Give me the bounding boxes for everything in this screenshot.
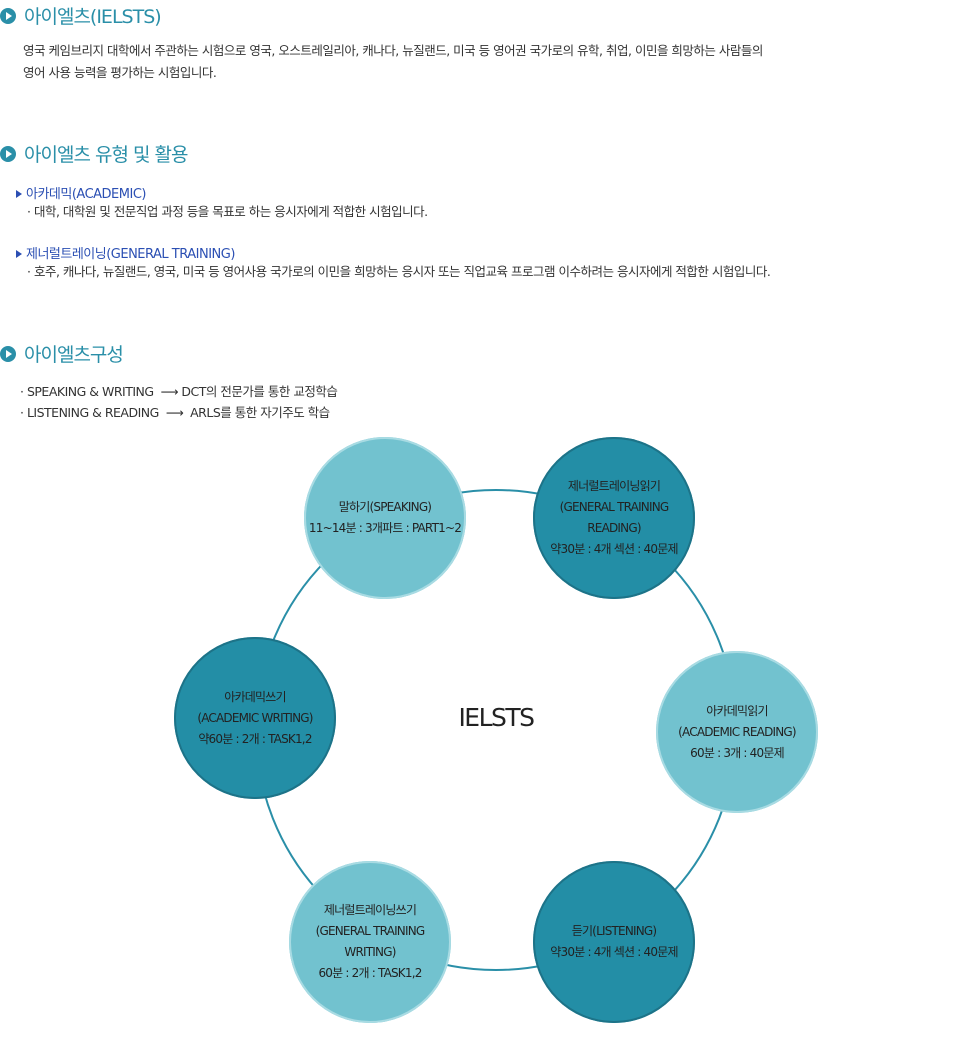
structure-bullets: · SPEAKING & WRITING ⟶ DCT의 전문가를 통한 교정학습… (20, 381, 338, 423)
circle-line: 60분 : 2개 : TASK1,2 (318, 966, 422, 980)
circle-line: (ACADEMIC READING) (678, 724, 796, 739)
play-bullet-icon (0, 145, 16, 162)
play-bullet-icon (0, 7, 16, 24)
circle-gt-writing: 제너럴트레이닝쓰기 (GENERAL TRAINING WRITING) 60분 :… (289, 861, 451, 1023)
circle-line: (GENERAL TRAINING READING) (559, 500, 670, 535)
heading: 아이엘츠구성 (24, 344, 124, 366)
circle-line: 11~14분 : 3개파트 : PART1~2 (308, 521, 462, 535)
circle-line: (ACADEMIC WRITING) (197, 710, 313, 725)
academic-desc: · 대학, 대학원 및 전문직업 과정 등을 목표로 하는 응시자에게 적합한 … (27, 204, 428, 219)
center-label: IELSTS (458, 703, 535, 732)
circle-line: (GENERAL TRAINING WRITING) (315, 924, 426, 959)
circle-line: 제너럴트레이닝읽기 (567, 479, 661, 493)
section-title-ielts: 아이엘츠(IELSTS) (0, 2, 162, 29)
circle-line: 아카데믹읽기 (706, 703, 768, 718)
circle-line: 제너럴트레이닝쓰기 (323, 903, 417, 917)
heading: 아이엘츠 유형 및 활용 (24, 144, 188, 166)
intro-line: 영어 사용 능력을 평가하는 시험입니다. (23, 65, 217, 80)
general-desc: · 호주, 캐나다, 뉴질랜드, 영국, 미국 등 영어사용 국가로의 이민을 … (27, 264, 771, 279)
heading: 아이엘츠(IELSTS) (24, 6, 162, 28)
intro-line: 영국 케임브리지 대학에서 주관하는 시험으로 영국, 오스트레일리아, 캐나다… (23, 43, 763, 58)
academic-title: 아카데믹(ACADEMIC) (16, 183, 146, 202)
circle-line: 약30분 : 4개 섹션 : 40문제 (550, 542, 678, 556)
circle-academic-reading: 아카데믹읽기 (ACADEMIC READING) 60분 : 3개 : 40문제 (656, 651, 818, 813)
bullet: · SPEAKING & WRITING ⟶ DCT의 전문가를 통한 교정학습 (20, 384, 338, 399)
circle-line: 말하기(SPEAKING) (338, 500, 432, 514)
circle-speaking: 말하기(SPEAKING) 11~14분 : 3개파트 : PART1~2 (304, 437, 466, 599)
circle-line: 아카데믹쓰기 (224, 689, 286, 704)
section-title-structure: 아이엘츠구성 (0, 340, 124, 367)
intro-text: 영국 케임브리지 대학에서 주관하는 시험으로 영국, 오스트레일리아, 캐나다… (23, 40, 763, 84)
circle-line: 60분 : 3개 : 40문제 (690, 745, 784, 760)
circle-line: 약30분 : 4개 섹션 : 40문제 (550, 945, 678, 959)
circle-gt-reading: 제너럴트레이닝읽기 (GENERAL TRAINING READING) 약30분 … (533, 437, 695, 599)
circle-academic-writing: 아카데믹쓰기 (ACADEMIC WRITING) 약60분 : 2개 : TASK… (174, 637, 336, 799)
circle-listening: 듣기(LISTENING) 약30분 : 4개 섹션 : 40문제 (533, 861, 695, 1023)
circle-line: 약60분 : 2개 : TASK1,2 (198, 731, 312, 746)
circle-line: 듣기(LISTENING) (571, 924, 657, 938)
section-title-types: 아이엘츠 유형 및 활용 (0, 140, 188, 167)
play-bullet-icon (0, 345, 16, 362)
bullet: · LISTENING & READING ⟶ ARLS를 통한 자기주도 학습 (20, 405, 330, 420)
general-title: 제너럴트레이닝(GENERAL TRAINING) (16, 243, 235, 262)
